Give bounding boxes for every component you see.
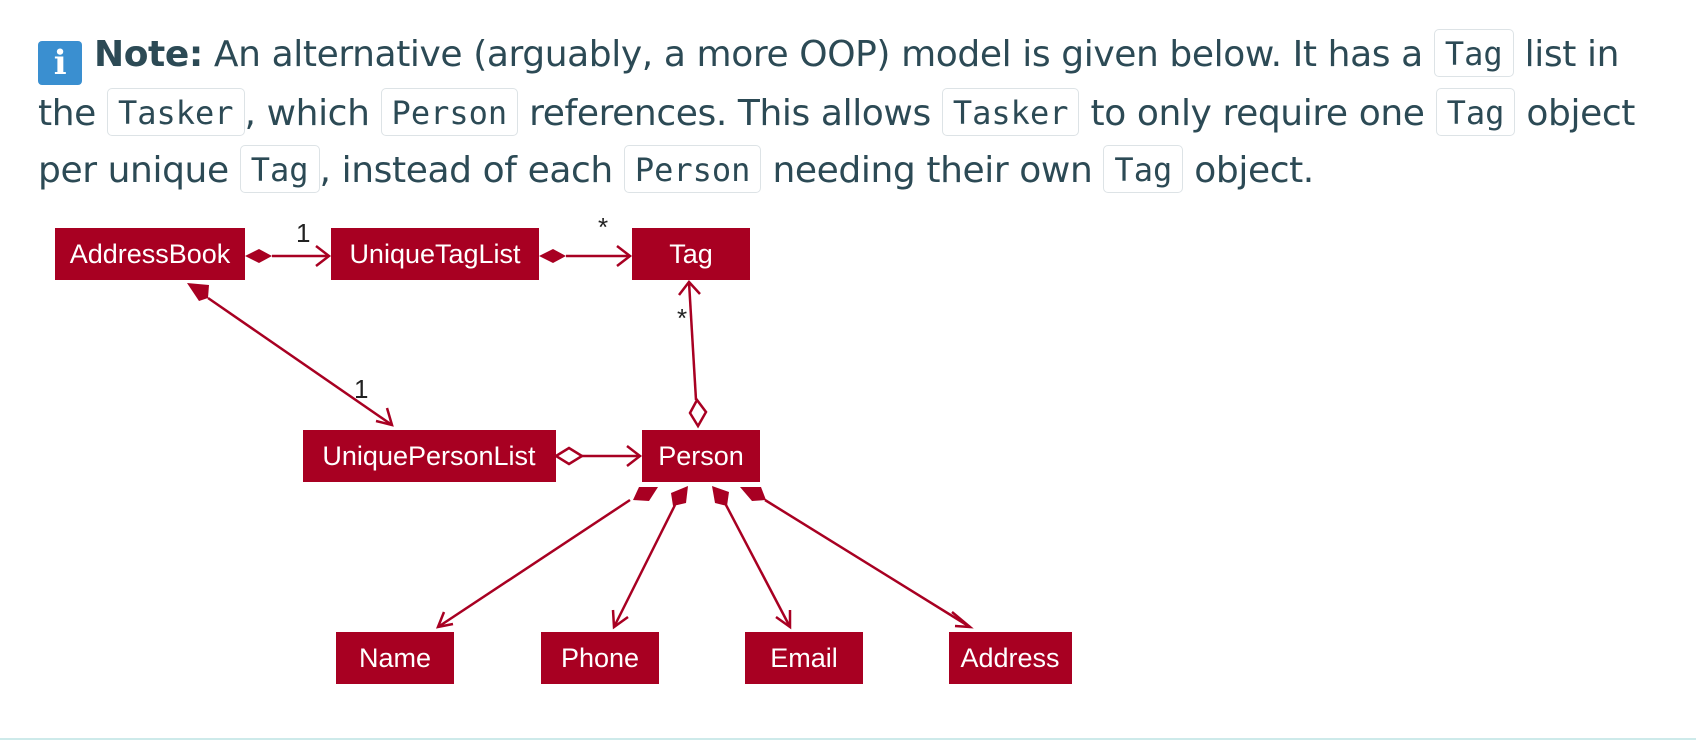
code-tasker-1: Tasker [106,88,245,136]
note-text-1: An alternative (arguably, a more OOP) mo… [202,34,1434,75]
code-tasker-2: Tasker [941,88,1080,136]
class-addressbook-label: AddressBook [70,239,231,269]
class-tag: Tag [632,228,750,280]
class-uniquetaglist: UniqueTagList [331,228,539,280]
class-tag-label: Tag [669,239,713,269]
class-phone-label: Phone [561,643,639,673]
note-text-7: , instead of each [319,150,624,191]
note-text-2: list in the [38,34,1620,134]
note-text-8: needing their own [761,150,1104,191]
note-text-3: , which [244,93,381,134]
mult-taglist-tag: * [598,212,608,242]
edge-person-name [435,487,658,629]
code-tag-3: Tag [239,145,320,193]
note-text-4: references. This allows [518,93,942,134]
edge-taglist-tag [539,245,633,267]
section-divider [0,738,1696,740]
note-text-9: object. [1183,150,1314,191]
code-tag-4: Tag [1103,145,1184,193]
code-tag-2: Tag [1435,88,1516,136]
edge-addressbook-taglist [245,245,332,267]
note-text-5: to only require one [1079,93,1436,134]
edge-personlist-person [553,445,643,467]
code-person-2: Person [623,145,762,193]
class-person-label: Person [658,441,744,471]
edge-person-tag [678,280,708,429]
mult-addressbook-taglist: 1 [296,218,310,248]
edge-person-email [712,486,792,630]
class-person: Person [642,430,760,482]
mult-addressbook-personlist: 1 [354,374,368,404]
mult-person-tag: * [677,303,687,333]
class-uniquetaglist-label: UniqueTagList [349,239,521,269]
class-email: Email [745,632,863,684]
class-address: Address [949,632,1072,684]
class-address-label: Address [960,643,1059,673]
note-label: Note: [94,34,203,75]
note-paragraph: i Note: An alternative (arguably, a more … [38,26,1678,199]
edge-person-phone [611,486,688,630]
class-uniquepersonlist-label: UniquePersonList [322,441,536,471]
info-icon: i [38,41,82,85]
class-phone: Phone [541,632,659,684]
class-addressbook: AddressBook [55,228,245,280]
class-email-label: Email [770,643,838,673]
edge-addressbook-personlist [187,283,394,427]
class-uniquepersonlist: UniquePersonList [303,430,556,482]
code-tag-1: Tag [1433,29,1514,77]
code-person-1: Person [380,88,519,136]
edge-person-address [740,487,974,629]
class-name-label: Name [359,643,431,673]
class-name: Name [336,632,454,684]
note-text-6: object per unique [38,93,1635,191]
